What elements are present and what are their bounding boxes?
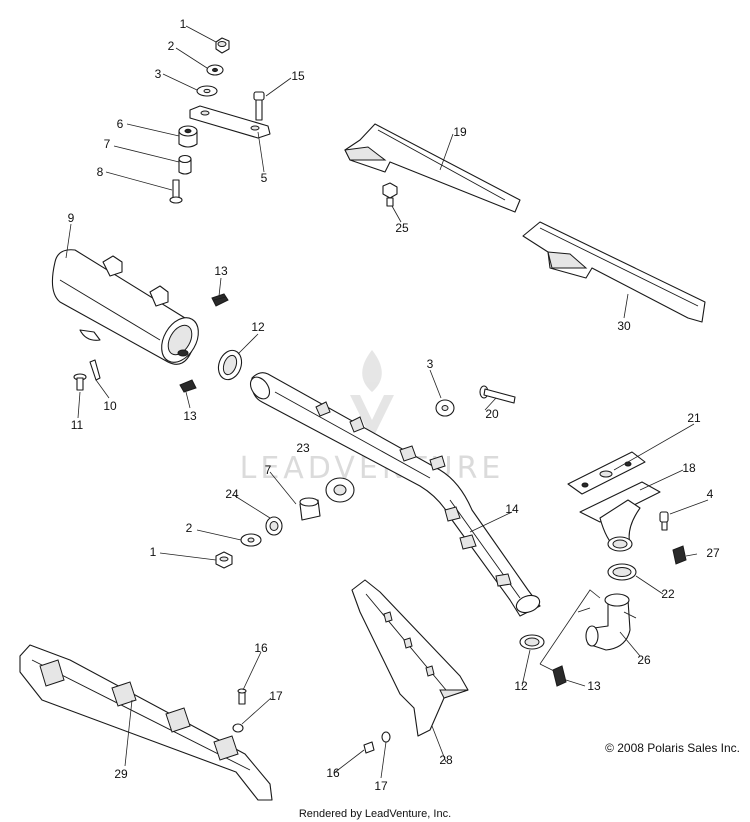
callout-25: 25 [395,221,409,235]
part-10-pin[interactable] [89,359,101,381]
callout-6: 6 [117,117,124,131]
part-17-washer-lower[interactable] [381,731,391,743]
leader-lines [65,25,709,779]
assembly-line [539,589,601,665]
part-grommet-large[interactable] [325,477,355,503]
part-8-bolt[interactable] [169,179,183,204]
part-6-grommet[interactable] [178,125,198,148]
callout-5: 5 [261,171,268,185]
callout-24: 24 [225,487,239,501]
part-17-washer-upper[interactable] [232,723,244,733]
callout-7: 7 [104,137,111,151]
callout-28: 28 [439,753,453,767]
part-2-washer-mid[interactable] [240,533,262,547]
part-11-bolt[interactable] [73,373,87,391]
part-15-bolt[interactable] [253,91,265,121]
callout-18: 18 [682,461,696,475]
callout-9: 9 [68,211,75,225]
part-30-heat-shield[interactable] [522,221,706,323]
copyright-text: © 2008 Polaris Sales Inc. [605,741,740,755]
part-16-bolt-lower[interactable] [363,741,375,754]
part-18-manifold[interactable] [579,481,661,552]
part-13-clamp-left[interactable] [179,379,197,393]
part-9-muffler[interactable] [51,249,205,369]
callout-11: 11 [71,418,84,432]
callout-3: 3 [427,357,434,371]
callout-8: 8 [97,165,104,179]
callout-13: 13 [587,679,601,693]
callout-21: 21 [687,411,701,425]
callout-26: 26 [637,653,651,667]
part-3-washer-top[interactable] [196,85,218,97]
part-13-clamp-upper[interactable] [211,293,229,307]
callout-19: 19 [453,125,467,139]
callout-17: 17 [269,689,283,703]
callout-14: 14 [505,502,519,516]
callout-16: 16 [326,766,340,780]
part-24-grommet[interactable] [265,516,283,536]
callout-27: 27 [706,546,720,560]
watermark: LEADVENTURE [240,350,500,486]
part-7-bushing-top[interactable] [178,154,192,175]
part-27-clip[interactable] [672,545,687,565]
part-1-nut-top[interactable] [215,37,230,54]
part-19-heat-shield[interactable] [344,123,521,213]
callout-23: 23 [296,441,310,455]
callout-13: 13 [214,264,228,278]
part-7-bushing-mid[interactable] [299,497,321,521]
part-5-bracket[interactable] [189,105,271,139]
part-16-bolt-upper[interactable] [237,688,247,705]
callout-4: 4 [707,487,714,501]
callout-7: 7 [265,463,272,477]
callout-12: 12 [251,320,265,334]
part-29-heat-shield[interactable] [19,644,273,801]
callout-12: 12 [514,679,528,693]
callout-13: 13 [183,409,197,423]
callout-10: 10 [103,399,117,413]
part-2-washer-top[interactable] [206,64,224,76]
part-3-washer-mid[interactable] [435,399,455,417]
callout-20: 20 [485,407,499,421]
callout-29: 29 [114,767,128,781]
part-1-nut-mid[interactable] [215,551,233,569]
footer-text: Rendered by LeadVenture, Inc. [299,808,451,820]
part-25-bolt[interactable] [382,182,398,207]
callout-1: 1 [150,545,157,559]
callout-1: 1 [180,17,187,31]
callout-2: 2 [186,521,193,535]
callout-3: 3 [155,67,162,81]
part-22-gasket[interactable] [607,563,637,581]
callout-2: 2 [168,39,175,53]
callout-22: 22 [661,587,675,601]
callout-17: 17 [374,779,388,793]
callout-15: 15 [291,69,305,83]
part-26-elbow[interactable] [577,593,637,651]
part-13-clamp-lower[interactable] [552,665,567,687]
part-12-gasket-upper[interactable] [215,347,246,383]
callout-labels: 1 2 3 15 6 7 5 8 19 25 9 13 30 12 10 11 … [68,17,720,793]
part-20-bolt[interactable] [479,385,516,404]
part-12-gasket-lower[interactable] [519,634,545,650]
part-28-heat-shield[interactable] [351,579,469,737]
callout-16: 16 [254,641,268,655]
callout-30: 30 [617,319,631,333]
part-14-head-pipe[interactable] [247,372,542,617]
part-4-bolt[interactable] [659,511,669,531]
